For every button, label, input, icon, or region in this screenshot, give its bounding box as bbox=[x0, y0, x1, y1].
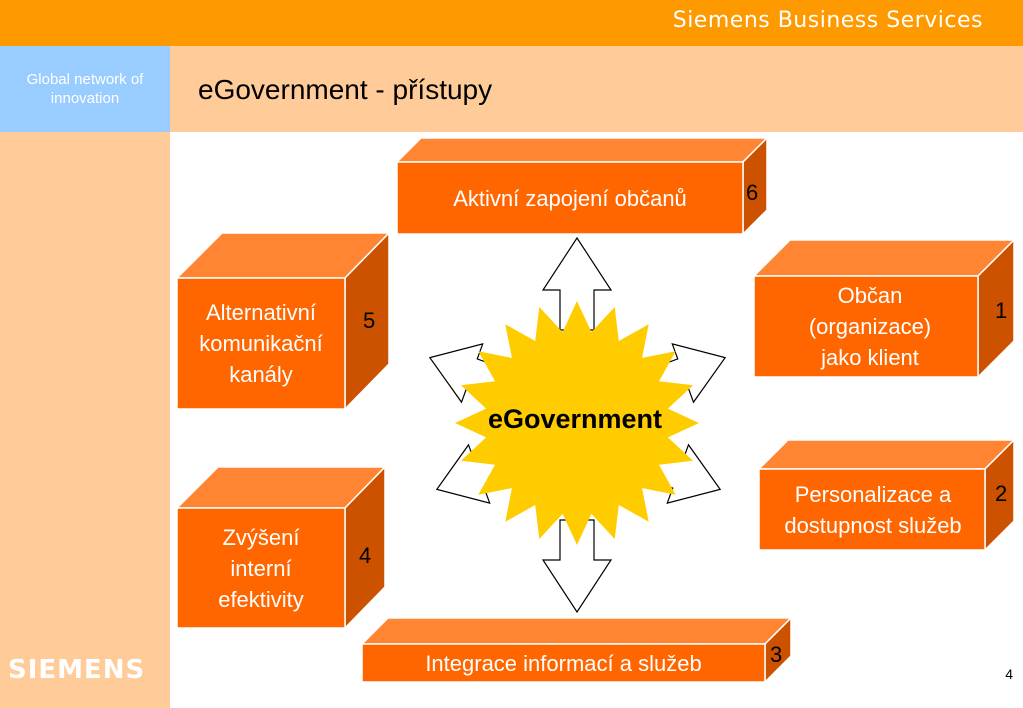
item-5-label: Alternativní komunikační kanály bbox=[199, 300, 323, 387]
arrow-up bbox=[541, 236, 613, 331]
page-title: eGovernment - přístupy bbox=[198, 74, 493, 105]
item-5-number: 5 bbox=[363, 308, 376, 333]
egovernment-star bbox=[455, 301, 699, 545]
siemens-logo: SIEMENS bbox=[8, 655, 146, 685]
arrow-down bbox=[541, 519, 613, 614]
center-label: eGovernment bbox=[487, 404, 663, 434]
top-bar: Siemens Business Services bbox=[0, 0, 1023, 46]
tagline: Global network of innovation bbox=[0, 46, 170, 132]
box-3 bbox=[360, 616, 793, 684]
box-5 bbox=[175, 231, 391, 411]
page-number: 4 bbox=[1005, 666, 1013, 682]
box-2 bbox=[757, 438, 1016, 552]
item-1-number: 1 bbox=[995, 298, 1008, 323]
item-3-number: 3 bbox=[770, 642, 783, 667]
box-4 bbox=[175, 465, 387, 630]
item-2-number: 2 bbox=[995, 481, 1008, 506]
item-1-label: Občan (organizace) jako klient bbox=[808, 283, 932, 370]
item-4-number: 4 bbox=[359, 543, 372, 568]
item-3-label: Integrace informací a služeb bbox=[425, 650, 702, 676]
item-4-label: Zvýšení interní efektivity bbox=[218, 524, 304, 612]
item-2-label: Personalizace a dostupnost služeb bbox=[784, 481, 962, 538]
box-6 bbox=[395, 136, 769, 236]
box-1 bbox=[752, 238, 1016, 379]
sidebar bbox=[0, 132, 170, 708]
item-6-label: Aktivní zapojení občanů bbox=[453, 185, 687, 211]
item-6-number: 6 bbox=[746, 180, 759, 205]
brand-title: Siemens Business Services bbox=[672, 8, 983, 33]
header-band: eGovernment - přístupy bbox=[170, 46, 1023, 132]
